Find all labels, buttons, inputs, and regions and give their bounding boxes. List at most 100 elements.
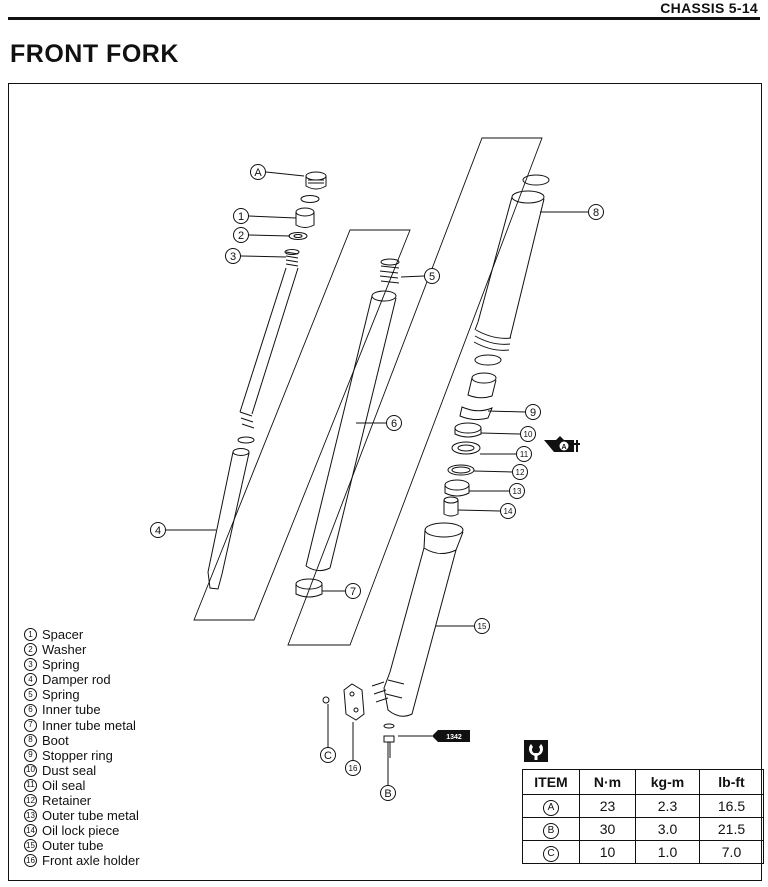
callout-5: 5 — [424, 268, 440, 284]
legend-item: 3 Spring — [24, 657, 140, 672]
part-dust-seal — [454, 422, 482, 438]
legend-label: Boot — [42, 732, 69, 748]
torque-header-row: ITEM N·m kg-m lb-ft — [522, 769, 764, 795]
part-nut — [322, 696, 330, 704]
legend-number: 3 — [24, 658, 37, 672]
lbft-cell: 21.5 — [699, 817, 764, 841]
legend-number: 13 — [24, 809, 37, 823]
legend-label: Stopper ring — [42, 747, 113, 763]
part-outer-tube — [383, 522, 464, 717]
legend-label: Damper rod — [42, 672, 111, 688]
legend-label: Oil lock piece — [42, 823, 120, 839]
part-cap-bolt — [305, 171, 327, 190]
item-circle: C — [543, 845, 559, 862]
part-spring-rod — [239, 267, 299, 415]
thread-lock-icon: 1342 — [432, 730, 470, 742]
legend-number: 9 — [24, 748, 37, 762]
part-inner-tube — [305, 290, 397, 572]
section-label: CHASSIS 5-14 — [660, 0, 758, 16]
svg-text:4: 4 — [155, 525, 161, 537]
item-circle: B — [543, 822, 559, 839]
legend-label: Outer tube — [42, 838, 104, 854]
legend-number: 16 — [24, 854, 37, 868]
legend-label: Spring — [42, 687, 80, 703]
part-spring-top — [284, 249, 300, 267]
part-spacer — [295, 207, 315, 228]
part-clamp-lower — [474, 354, 502, 366]
callout-7: 7 — [345, 583, 361, 599]
legend-label: Inner tube — [42, 702, 101, 718]
svg-text:14: 14 — [504, 507, 513, 516]
part-inner-tube-metal — [295, 578, 323, 598]
legend-item: 16 Front axle holder — [24, 853, 140, 868]
callout-C: C — [320, 747, 336, 763]
part-seat — [237, 436, 255, 444]
svg-text:11: 11 — [520, 450, 529, 459]
col-nm: N·m — [579, 769, 636, 795]
part-o-ring — [300, 195, 320, 203]
callout-13: 13 — [509, 483, 525, 499]
svg-text:2: 2 — [238, 230, 244, 242]
legend-number: 12 — [24, 794, 37, 808]
callout-2: 2 — [233, 227, 249, 243]
panel-left — [193, 229, 411, 621]
item-circle: A — [543, 799, 559, 816]
lbft-cell: 16.5 — [699, 794, 764, 818]
kgm-cell: 2.3 — [635, 794, 700, 818]
part-front-axle-holder — [343, 683, 365, 721]
table-row: A 23 2.3 16.5 — [522, 794, 764, 818]
svg-text:3: 3 — [230, 251, 236, 263]
callout-15: 15 — [474, 618, 490, 634]
legend-number: 15 — [24, 839, 37, 853]
legend-number: 8 — [24, 733, 37, 747]
part-clamp-top — [522, 174, 550, 186]
part-oil-lock-piece — [443, 496, 459, 517]
svg-text:6: 6 — [391, 418, 397, 430]
legend-number: 4 — [24, 673, 37, 687]
callout-14: 14 — [500, 503, 516, 519]
part-guide — [467, 372, 497, 399]
legend-label: Dust seal — [42, 762, 97, 778]
panel-middle — [287, 137, 543, 646]
svg-text:13: 13 — [513, 487, 522, 496]
part-retainer — [447, 464, 475, 476]
legend-label: Spacer — [42, 627, 84, 642]
torque-table: ITEM N·m kg-m lb-ft A 23 2.3 16.5 B 30 3… — [522, 769, 764, 864]
svg-text:7: 7 — [350, 586, 356, 598]
page-title: FRONT FORK — [10, 40, 179, 68]
svg-text:16: 16 — [349, 764, 358, 773]
legend-item: 5 Spring — [24, 687, 140, 702]
svg-text:12: 12 — [516, 468, 525, 477]
callout-B: B — [380, 785, 396, 801]
col-item: ITEM — [522, 769, 580, 795]
kgm-cell: 3.0 — [635, 817, 700, 841]
legend-label: Washer — [42, 642, 87, 658]
legend-item: 9 Stopper ring — [24, 748, 140, 763]
nm-cell: 30 — [579, 817, 636, 841]
item-cell: A — [522, 794, 580, 818]
item-cell: B — [522, 817, 580, 841]
part-damper-rod — [207, 448, 250, 590]
callout-A: A — [250, 164, 266, 180]
legend-label: Front axle holder — [42, 853, 140, 869]
legend-number: 5 — [24, 688, 37, 702]
col-lbft: lb-ft — [699, 769, 764, 795]
callout-4: 4 — [150, 522, 166, 538]
callout-1: 1 — [233, 208, 249, 224]
item-cell: C — [522, 840, 580, 864]
legend-label: Spring — [42, 657, 80, 673]
table-row: C 10 1.0 7.0 — [522, 840, 764, 864]
torque-wrench-icon — [524, 740, 548, 762]
legend-number: 6 — [24, 703, 37, 717]
callout-3: 3 — [225, 248, 241, 264]
svg-text:A: A — [561, 444, 566, 451]
svg-text:1: 1 — [238, 211, 244, 223]
part-stopper-ring — [459, 406, 493, 421]
callout-6: 6 — [386, 415, 402, 431]
